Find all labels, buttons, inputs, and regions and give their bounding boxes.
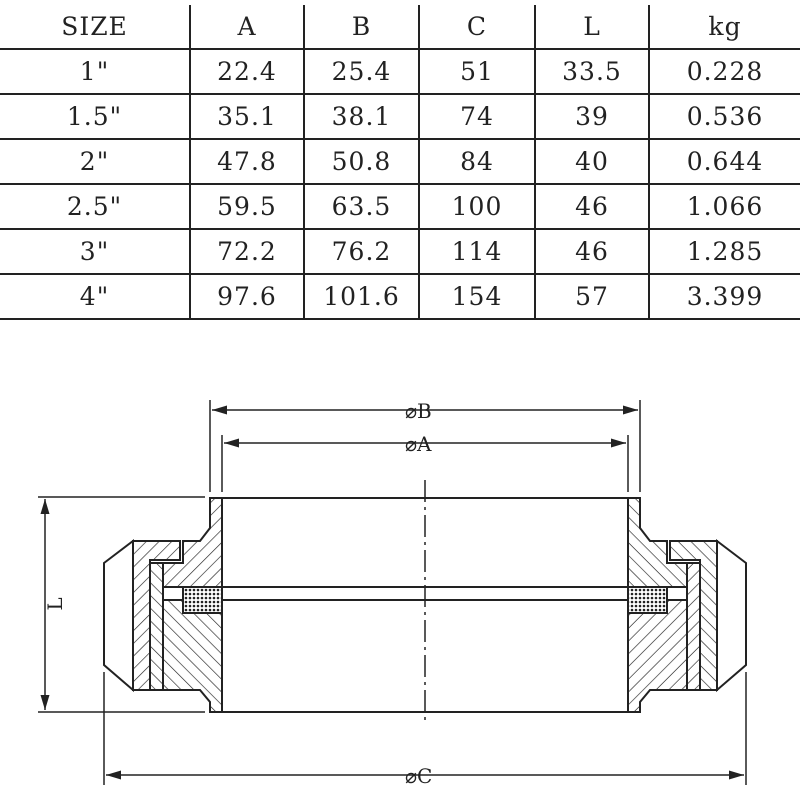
- table-cell: 1": [0, 48, 191, 95]
- table-cell: 35.1: [189, 93, 305, 140]
- table-cell: 101.6: [303, 273, 420, 320]
- table-cell: 63.5: [303, 183, 420, 230]
- table-cell: 57: [534, 273, 650, 320]
- table-cell: 1.5": [0, 93, 191, 140]
- table-cell: 84: [418, 138, 536, 185]
- table-cell: 0.228: [648, 48, 800, 95]
- table-cell: 59.5: [189, 183, 305, 230]
- table-cell: SIZE: [0, 5, 191, 50]
- table-cell: 114: [418, 228, 536, 275]
- table-cell: 1.285: [648, 228, 800, 275]
- table-cell: C: [418, 5, 536, 50]
- table-cell: 97.6: [189, 273, 305, 320]
- table-cell: 1.066: [648, 183, 800, 230]
- table-cell: 38.1: [303, 93, 420, 140]
- table-cell: 40: [534, 138, 650, 185]
- table-cell: 33.5: [534, 48, 650, 95]
- table-cell: 2": [0, 138, 191, 185]
- table-cell: 154: [418, 273, 536, 320]
- table-cell: 4": [0, 273, 191, 320]
- table-cell: 74: [418, 93, 536, 140]
- table-cell: 3.399: [648, 273, 800, 320]
- table-cell: 72.2: [189, 228, 305, 275]
- table-cell: B: [303, 5, 420, 50]
- table-cell: 51: [418, 48, 536, 95]
- dim-b-label: ⌀B: [405, 399, 432, 423]
- table-cell: 22.4: [189, 48, 305, 95]
- table-cell: 76.2: [303, 228, 420, 275]
- table-cell: 2.5": [0, 183, 191, 230]
- table-cell: 0.536: [648, 93, 800, 140]
- table-cell: kg: [648, 5, 800, 50]
- left-half-section: [103, 399, 223, 786]
- right-half-section: [627, 399, 747, 786]
- table-cell: 50.8: [303, 138, 420, 185]
- table-cell: 47.8: [189, 138, 305, 185]
- table-cell: 25.4: [303, 48, 420, 95]
- table-cell: 100: [418, 183, 536, 230]
- dimension-lines: [38, 405, 744, 780]
- dim-c-label: ⌀C: [405, 764, 432, 788]
- table-cell: L: [534, 5, 650, 50]
- dim-l-label: L: [43, 597, 67, 610]
- dim-a-label: ⌀A: [405, 432, 432, 456]
- table-cell: 46: [534, 228, 650, 275]
- table-cell: 0.644: [648, 138, 800, 185]
- table-cell: A: [189, 5, 305, 50]
- table-cell: 3": [0, 228, 191, 275]
- table-cell: 39: [534, 93, 650, 140]
- table-cell: 46: [534, 183, 650, 230]
